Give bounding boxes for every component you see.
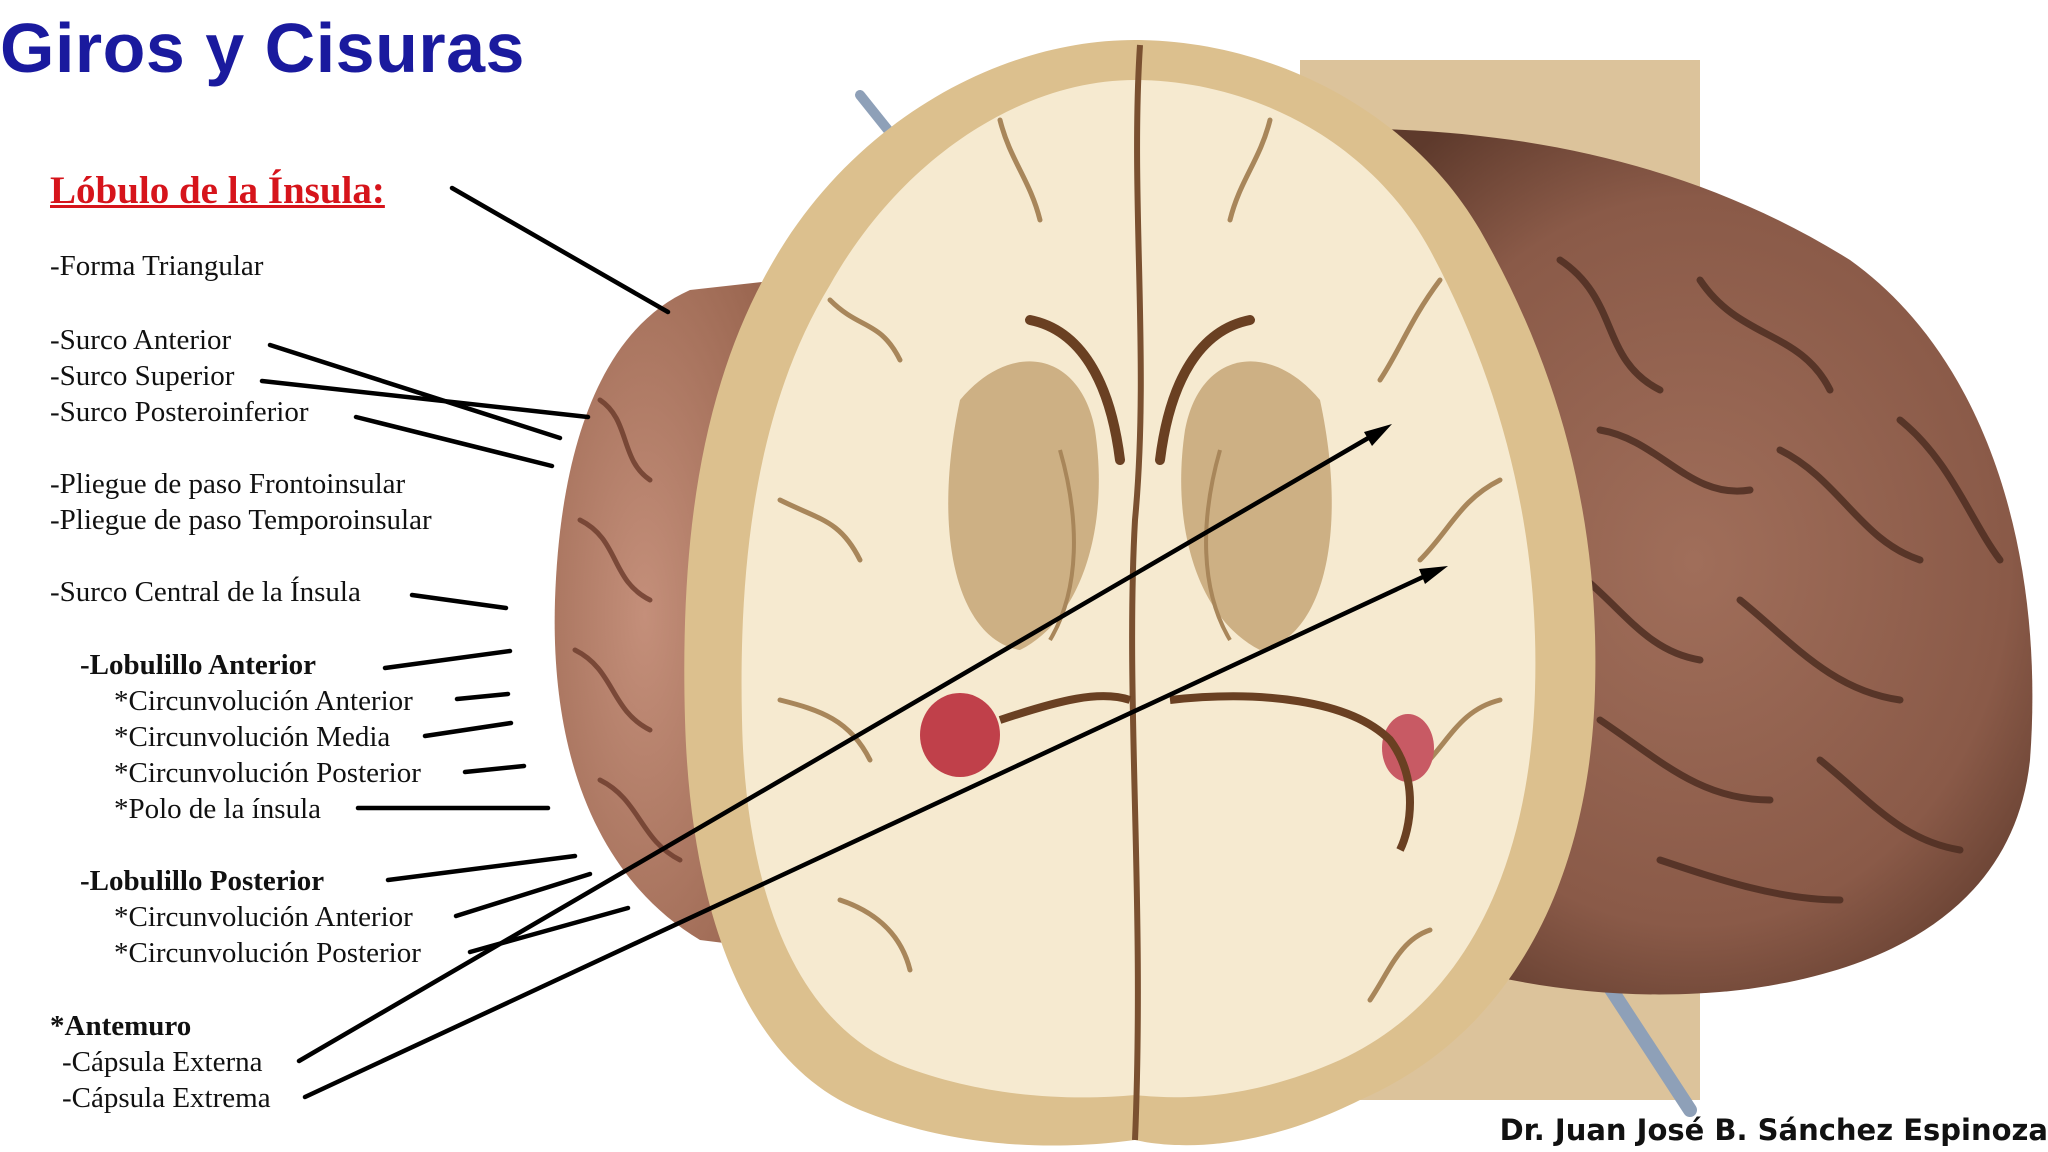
section-title: Lóbulo de la Ínsula:: [50, 169, 385, 212]
author-credit: Dr. Juan José B. Sánchez Espinoza: [1499, 1113, 2048, 1147]
arrowheads: [1364, 424, 1448, 584]
label-la-circunvolucion-media: *Circunvolución Media: [114, 721, 391, 753]
label-forma-triangular: -Forma Triangular: [50, 250, 264, 282]
posterior-horn-left: [998, 692, 1132, 724]
section-sulci: [777, 117, 1503, 1003]
label-surco-anterior: -Surco Anterior: [50, 324, 232, 356]
slide-title: Giros y Cisuras: [0, 9, 525, 87]
pointer-lines: [259, 185, 1441, 1100]
label-lobulillo-posterior: -Lobulillo Posterior: [80, 865, 325, 897]
label-antemuro: *Antemuro: [50, 1010, 192, 1042]
label-lobulillo-anterior: -Lobulillo Anterior: [80, 649, 317, 681]
label-surco-central: -Surco Central de la Ínsula: [50, 576, 361, 608]
label-lp-circunvolucion-anterior: *Circunvolución Anterior: [114, 901, 413, 933]
choroid-plexus-right: [1382, 714, 1434, 782]
label-la-circunvolucion-posterior: *Circunvolución Posterior: [114, 757, 421, 789]
label-pliegue-frontoinsular: -Pliegue de paso Frontoinsular: [50, 468, 406, 500]
posterior-horn-right: [1169, 692, 1414, 852]
left-gyri: [572, 397, 683, 863]
brain-section-white-matter: [741, 80, 1536, 1098]
interhemispheric-fissure: [1129, 44, 1144, 1141]
label-surco-posteroinferior: -Surco Posteroinferior: [50, 396, 309, 428]
label-surco-superior: -Surco Superior: [50, 360, 235, 392]
label-capsula-externa: -Cápsula Externa: [62, 1046, 263, 1078]
label-capsula-extrema: -Cápsula Extrema: [62, 1082, 271, 1114]
label-polo-insula: *Polo de la ínsula: [114, 793, 322, 825]
choroid-plexus-left: [920, 693, 1000, 777]
label-la-circunvolucion-anterior: *Circunvolución Anterior: [114, 685, 413, 717]
probe: [1598, 973, 1697, 1117]
label-lp-circunvolucion-posterior: *Circunvolución Posterior: [114, 937, 421, 969]
lateral-ventricles: [1025, 315, 1255, 465]
label-pliegue-temporoinsular: -Pliegue de paso Temporoinsular: [50, 504, 432, 536]
